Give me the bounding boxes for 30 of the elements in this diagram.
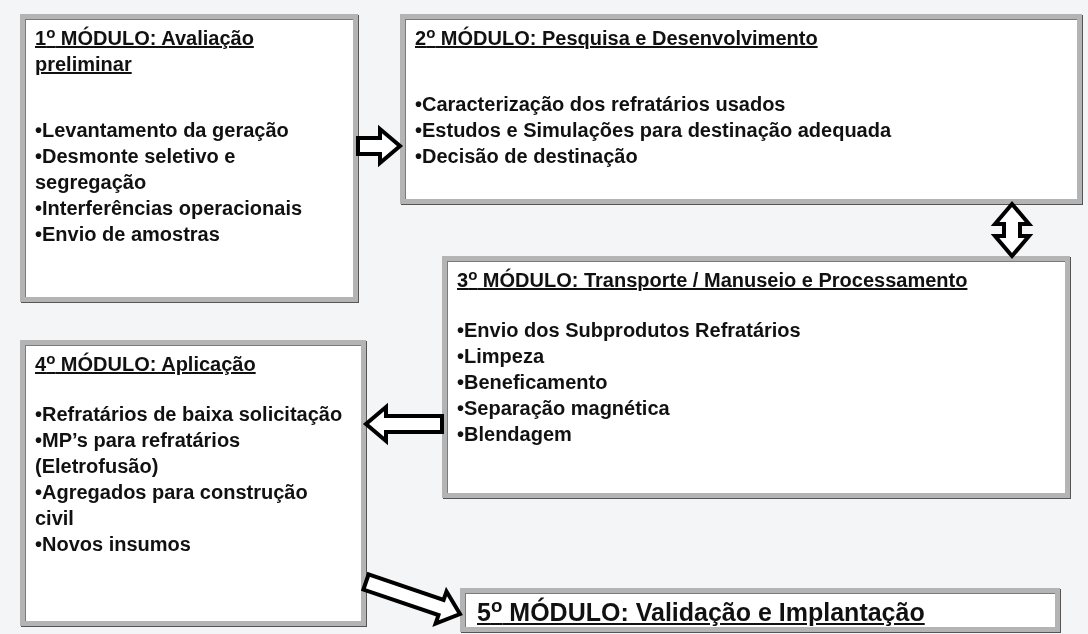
bullet-item: •MP’s para refratários (Eletrofusão) xyxy=(35,428,242,479)
bullet-item: •Separação magnética xyxy=(457,396,671,421)
bullet-item: •Estudos e Simulações para destinação adequada xyxy=(415,118,893,143)
bullet-item: •Interferências operacionais xyxy=(35,196,304,221)
block-arrow xyxy=(990,200,1034,260)
bullet-item: •Desmonte seletivo e segregação xyxy=(35,144,237,195)
module-heading: 4$^{o}$ MÓDULO: Aplicação xyxy=(35,351,257,377)
block-arrow xyxy=(362,402,444,446)
block-arrow xyxy=(360,571,463,628)
bullet-item: •Caracterização dos refratários usados xyxy=(415,92,787,117)
bullet-item: •Beneficamento xyxy=(457,370,609,395)
module-box xyxy=(442,256,1070,498)
block-arrow xyxy=(356,124,404,168)
module-heading: 2$^{o}$ MÓDULO: Pesquisa e Desenvolvimento xyxy=(415,25,819,51)
bullet-item: •Envio dos Subprodutos Refratários xyxy=(457,318,802,343)
bullet-item: •Blendagem xyxy=(457,422,573,447)
bullet-item: •Agregados para construção civil xyxy=(35,480,309,531)
module-heading: 1$^{o}$ MÓDULO: Avaliação preliminar xyxy=(35,25,255,77)
bullet-item: •Novos insumos xyxy=(35,532,192,557)
module-box xyxy=(460,588,1060,632)
bullet-item: •Levantamento da geração xyxy=(35,118,290,143)
bullet-item: •Refratários de baixa solicitação xyxy=(35,402,344,427)
module-box xyxy=(20,340,366,626)
bullet-item: •Limpeza xyxy=(457,344,546,369)
module-heading: 5$^{o}$ MÓDULO: Validação e Implantação xyxy=(477,595,926,628)
module-heading: 3$^{o}$ MÓDULO: Transporte / Manuseio e Processamento xyxy=(457,267,969,293)
module-box xyxy=(20,14,358,302)
module-box xyxy=(400,14,1082,204)
bullet-item: •Envio de amostras xyxy=(35,222,221,247)
bullet-item: •Decisão de destinação xyxy=(415,144,639,169)
